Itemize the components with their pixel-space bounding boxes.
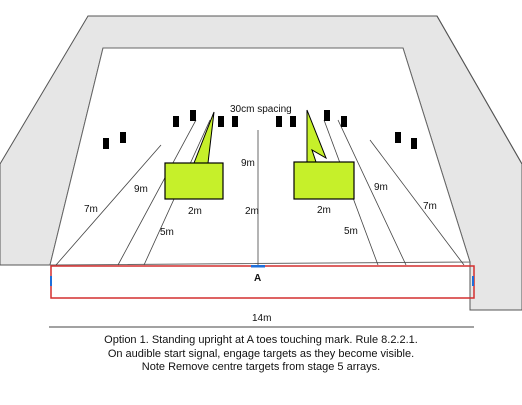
fan-line xyxy=(369,139,465,266)
label-5m-right: 5m xyxy=(344,226,358,237)
label-2m-center: 2m xyxy=(245,206,259,217)
distance-labels: 30cm spacing 9m 9m 9m 7m 7m 5m 5m 2m 2m … xyxy=(84,104,437,238)
fan-line xyxy=(117,119,197,266)
note-line-2: On audible start signal, engage targets … xyxy=(107,348,415,360)
label-9m-left: 9m xyxy=(134,184,148,195)
barricade-right-wing xyxy=(306,109,327,163)
label-7m-right: 7m xyxy=(423,201,437,212)
target xyxy=(173,116,179,127)
width-dimension: 14m xyxy=(49,313,474,328)
start-area: A xyxy=(50,265,475,299)
label-2m-right: 2m xyxy=(317,205,331,216)
start-box-edge-right xyxy=(472,276,474,286)
label-9m-center: 9m xyxy=(241,158,255,169)
target xyxy=(103,138,109,149)
label-5m-left: 5m xyxy=(160,227,174,238)
start-mark xyxy=(251,265,265,268)
range-walls xyxy=(0,15,522,311)
target xyxy=(190,110,196,121)
targets xyxy=(103,110,417,149)
wall-outer-right xyxy=(436,15,522,165)
note-line-3: Note Remove centre targets from stage 5 … xyxy=(141,361,381,373)
start-box xyxy=(50,265,475,299)
target xyxy=(341,116,347,127)
target xyxy=(218,116,224,127)
label-14m: 14m xyxy=(252,313,271,324)
target xyxy=(411,138,417,149)
target xyxy=(232,116,238,127)
target xyxy=(120,132,126,143)
barricades xyxy=(164,109,355,200)
label-2m-left: 2m xyxy=(188,206,202,217)
label-spacing: 30cm spacing xyxy=(230,104,292,115)
sight-lines xyxy=(55,119,465,266)
label-start-position: A xyxy=(254,273,261,284)
note-line-1: Option 1. Standing upright at A toes tou… xyxy=(104,334,418,346)
start-box-edge-left xyxy=(50,276,52,286)
label-9m-right: 9m xyxy=(374,182,388,193)
label-7m-left: 7m xyxy=(84,204,98,215)
target xyxy=(395,132,401,143)
fan-line xyxy=(55,144,162,266)
target xyxy=(324,110,330,121)
fan-line xyxy=(337,119,407,266)
target xyxy=(276,116,282,127)
target xyxy=(290,116,296,127)
barricade-right xyxy=(293,161,355,200)
barricade-left xyxy=(164,162,224,200)
range-floor xyxy=(49,47,471,266)
